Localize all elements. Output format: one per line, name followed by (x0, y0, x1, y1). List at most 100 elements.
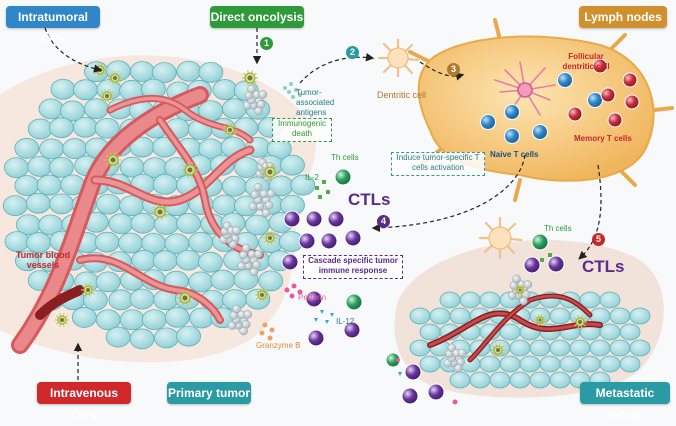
tumor-cell (129, 328, 155, 350)
tumor-cell (409, 339, 431, 357)
th-cell (531, 233, 549, 251)
ctl-cell (547, 255, 565, 273)
ctl-cell (343, 321, 361, 339)
oncolytic-virus (55, 313, 69, 327)
ctl-cell (427, 383, 445, 401)
ctl-cell (401, 387, 419, 405)
tumor-cell (210, 269, 236, 291)
tumor-cell (589, 339, 611, 357)
dying-cell (237, 261, 246, 271)
tumor-cell (499, 323, 521, 341)
memory-t-cell (600, 87, 616, 103)
tumor-cell (619, 355, 641, 373)
oncolytic-virus (534, 314, 546, 326)
dying-cell (239, 250, 248, 260)
tumor-cell (188, 231, 214, 253)
dying-cell (523, 280, 533, 289)
il12-label: IL-12 (336, 317, 355, 326)
tumor-cell (479, 291, 501, 309)
oncolytic-virus (242, 70, 258, 86)
tumor-cell (27, 118, 53, 140)
tumor-cell (94, 117, 120, 139)
tumor-cell (599, 323, 621, 341)
tumor-cell (130, 212, 156, 234)
oncolytic-virus (81, 283, 95, 297)
intravenous-ovs-label: Intravenous OVs (37, 382, 131, 422)
tumor-cell (36, 174, 62, 196)
primary-tumor-cells (2, 60, 316, 350)
tumor-cell (549, 339, 571, 357)
tumor-cell (519, 355, 541, 373)
tumor-cell (509, 339, 531, 357)
tumor-blood-vessels-label: Tumor blood vessels (15, 250, 71, 270)
tumor-cell (221, 175, 247, 197)
tumor-cell (62, 138, 88, 159)
dying-cell (254, 249, 263, 259)
tumor-cell (539, 355, 561, 373)
dying-cell (512, 274, 521, 284)
tumor-cell (108, 213, 134, 235)
oncolytic-virus (262, 164, 278, 180)
tumor-cell (105, 326, 131, 348)
oncolytic-virus (573, 315, 587, 329)
intratumoral-ovs-label: Intratumoral OVs (6, 6, 100, 46)
oncolytic-viruses (55, 63, 587, 357)
tumor-cell (609, 339, 631, 357)
metastatic-vessels (427, 293, 603, 363)
dying-cell (250, 190, 260, 199)
tumor-cell (14, 137, 40, 159)
tumor-cell (73, 79, 98, 101)
dying-cell (243, 310, 253, 319)
oncolytic-virus (105, 152, 121, 168)
tumor-cell (108, 289, 134, 311)
blood-vessels (11, 86, 264, 354)
ctl-cell (327, 210, 345, 228)
oncolytic-virus (152, 204, 168, 220)
oncolytic-virus-diagram: Intratumoral OVs Direct oncolysis Lymph … (0, 6, 674, 422)
tumor-cell (212, 79, 238, 100)
step-3-badge: 3 (447, 63, 460, 76)
tumor-cell (599, 291, 621, 309)
tumor-cell (152, 173, 178, 195)
tumor-cell (222, 98, 247, 120)
naive-t-cell (504, 128, 520, 144)
tumor-cell (49, 117, 74, 139)
dying-cell (261, 208, 271, 218)
tumor-cell (419, 323, 441, 341)
immunogenic-death-box: Immunogenic death (272, 118, 332, 142)
tumor-cell (94, 231, 120, 253)
tumor-cell (152, 250, 178, 272)
dying-cell (253, 182, 263, 192)
ctl-cell (320, 232, 338, 250)
tumor-associated-antigens-label: Tumor-associated antigens (296, 88, 335, 117)
dying-cell (258, 90, 268, 99)
tumor-cell (258, 270, 284, 292)
step-2-badge: 2 (346, 46, 359, 59)
memory-t-cell (592, 58, 608, 74)
dying-cell (254, 106, 263, 116)
tumor-cell (131, 249, 157, 271)
memory-t-cells-label: Memory T cells (574, 134, 632, 143)
dying-cell (252, 260, 261, 270)
dying-cell (259, 189, 269, 199)
memory-t-cell (624, 94, 640, 110)
tumor-cell (188, 271, 214, 293)
tumor-cell (164, 306, 190, 328)
granzyme-b-label: Granzyme B (256, 341, 301, 350)
dying-cell (249, 267, 259, 277)
tumor-cell (509, 371, 531, 389)
th-cells-label-2: Th cells (544, 224, 572, 233)
ctls-label-2: CTLs (582, 257, 625, 276)
naive-t-cell (587, 92, 603, 108)
lymph-nodes-label: Lymph nodes (579, 6, 667, 28)
oncolytic-virus (100, 89, 114, 103)
naive-t-cell (532, 124, 548, 140)
step-4-badge: 4 (377, 215, 390, 228)
induce-activation-box: Induce tumor-specific T cells activation (391, 152, 485, 176)
tumor-cell (129, 288, 155, 310)
tumor-cell (489, 371, 511, 389)
flow-arrows (44, 27, 602, 380)
tumor-cell (469, 371, 491, 389)
tumor-cell (459, 291, 481, 309)
tumor-cell (176, 325, 202, 347)
